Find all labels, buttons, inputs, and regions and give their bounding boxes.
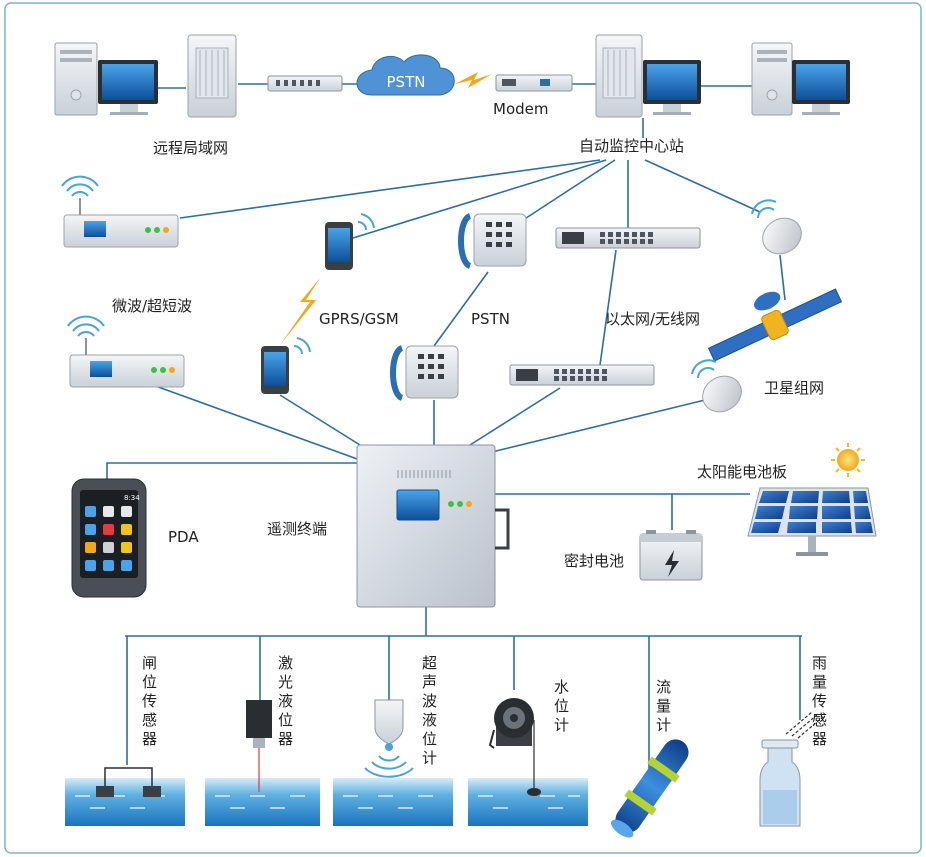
- desk-phone-top-icon: [458, 213, 527, 269]
- label-satellite: 卫星组网: [764, 379, 824, 397]
- label-battery: 密封电池: [564, 552, 624, 570]
- water-level-gauge-icon: [488, 698, 541, 796]
- svg-text:超声波液位计: 超声波液位计: [422, 654, 437, 767]
- pda-icon: 8:34: [71, 478, 147, 598]
- label-sensor-ultrasonic: 超声波液位计: [422, 654, 437, 767]
- svg-text:激光液位器: 激光液位器: [278, 654, 293, 748]
- label-sensor-gate: 闸位传感器: [142, 654, 157, 748]
- label-center-station: 自动监控中心站: [579, 137, 684, 155]
- dish-bottom-icon: [691, 359, 742, 413]
- outer-frame: [4, 2, 922, 854]
- svg-text:水位计: 水位计: [554, 678, 569, 734]
- label-sensor-flow: 流量计: [656, 678, 671, 734]
- phone-bottom-icon: [261, 337, 311, 394]
- rain-gauge-icon: [759, 711, 825, 827]
- satellite-icon: [707, 288, 843, 362]
- water-tank-1: [65, 778, 185, 826]
- pstn-cloud-icon: PSTN: [356, 54, 455, 96]
- modem-icon: [495, 74, 573, 92]
- svg-text:流量计: 流量计: [656, 678, 671, 734]
- server-remote-icon: [187, 34, 237, 118]
- microwave-unit-bottom-icon: [67, 315, 185, 388]
- svg-text:闸位传感器: 闸位传感器: [142, 654, 157, 748]
- label-solar-panel: 太阳能电池板: [697, 463, 787, 481]
- gprs-lightning-icon: [280, 278, 320, 345]
- switch-top-icon: [555, 227, 701, 249]
- water-tank-3: [333, 778, 453, 826]
- server-center-icon: [595, 34, 643, 118]
- battery-icon: [639, 530, 703, 581]
- label-microwave: 微波/超短波: [112, 297, 192, 315]
- laser-level-sensor-icon: [246, 700, 272, 792]
- connection-lines: [106, 83, 802, 780]
- lightning-icon: [455, 72, 492, 88]
- microwave-unit-top-icon: [61, 175, 179, 248]
- pc-center-icon-2: [751, 42, 850, 116]
- pc-center-icon-1: [643, 60, 701, 115]
- label-gprs: GPRS/GSM: [319, 310, 399, 328]
- router-remote-icon: [267, 75, 343, 92]
- label-remote-lan: 远程局域网: [153, 139, 228, 157]
- label-modem: Modem: [493, 100, 548, 118]
- dish-top-icon: [751, 199, 802, 255]
- label-ethernet: 以太网/无线网: [605, 310, 700, 328]
- label-rtu: 遥测终端: [267, 520, 327, 538]
- desk-phone-bottom-icon: [390, 345, 459, 401]
- pda-time: 8:34: [124, 494, 140, 502]
- label-pstn: PSTN: [471, 310, 510, 328]
- sun-icon: [831, 443, 865, 477]
- label-pstn-cloud: PSTN: [387, 73, 426, 91]
- water-tank-2: [205, 778, 320, 826]
- flow-meter-icon: [610, 739, 689, 838]
- gate-sensor-icon: [96, 767, 161, 797]
- solar-panel-icon: [747, 487, 877, 556]
- rtu-cabinet-icon: [356, 444, 510, 608]
- svg-text:雨量传感器: 雨量传感器: [812, 654, 827, 748]
- label-pda: PDA: [168, 528, 199, 546]
- label-sensor-rain: 雨量传感器: [812, 654, 827, 748]
- label-sensor-water: 水位计: [554, 678, 569, 734]
- switch-bottom-icon: [509, 364, 655, 386]
- ultrasonic-level-sensor-icon: [364, 699, 414, 778]
- label-sensor-laser: 激光液位器: [278, 654, 293, 748]
- phone-top-icon: [325, 213, 375, 270]
- water-tank-4: [468, 778, 588, 826]
- pc-remote-icon: [54, 42, 158, 116]
